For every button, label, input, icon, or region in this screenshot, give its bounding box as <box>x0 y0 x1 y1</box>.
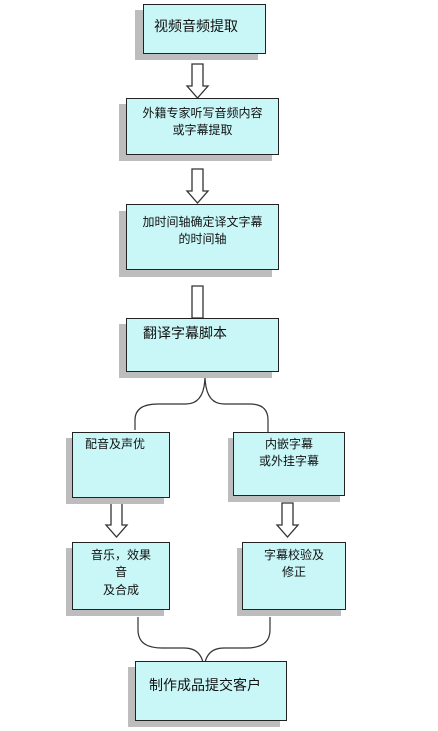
arrow-transcription-to-timeline <box>185 168 210 204</box>
step-timeline: 加时间轴确定译文字幕 的时间轴 <box>126 204 279 270</box>
arrow-extract-to-transcription <box>185 63 210 99</box>
step-final-delivery-label: 制作成品提交客户 <box>149 678 261 694</box>
step-foreign-transcription: 外籍专家听写音频内容 或字幕提取 <box>126 98 279 155</box>
step-subtitle-check-label: 字幕校验及 修正 <box>263 548 324 580</box>
step-audio-mix-label: 音乐，效果 音 及合成 <box>90 548 151 597</box>
step-foreign-transcription-label: 外籍专家听写音频内容 或字幕提取 <box>142 106 263 138</box>
step-video-audio-extract-label: 视频音频提取 <box>154 19 238 35</box>
arrow-subtitles-to-check <box>275 502 300 538</box>
step-subtitle-check: 字幕校验及 修正 <box>242 542 346 610</box>
step-timeline-label: 加时间轴确定译文字幕 的时间轴 <box>142 215 263 247</box>
step-final-delivery: 制作成品提交客户 <box>135 661 287 721</box>
arrow-dubbing-to-mix <box>104 502 129 538</box>
arrow-timeline-to-translate <box>191 285 204 319</box>
step-dubbing-label: 配音及声优 <box>85 437 146 451</box>
step-audio-mix: 音乐，效果 音 及合成 <box>72 542 170 610</box>
step-subtitles-embed-label: 内嵌字幕 或外挂字幕 <box>258 437 319 469</box>
step-dubbing: 配音及声优 <box>72 432 170 498</box>
step-translate-script-label: 翻译字幕脚本 <box>143 326 227 342</box>
step-translate-script: 翻译字幕脚本 <box>126 318 279 372</box>
step-subtitles-embed: 内嵌字幕 或外挂字幕 <box>233 432 345 496</box>
split-brace <box>134 374 269 432</box>
step-video-audio-extract: 视频音频提取 <box>143 4 266 54</box>
